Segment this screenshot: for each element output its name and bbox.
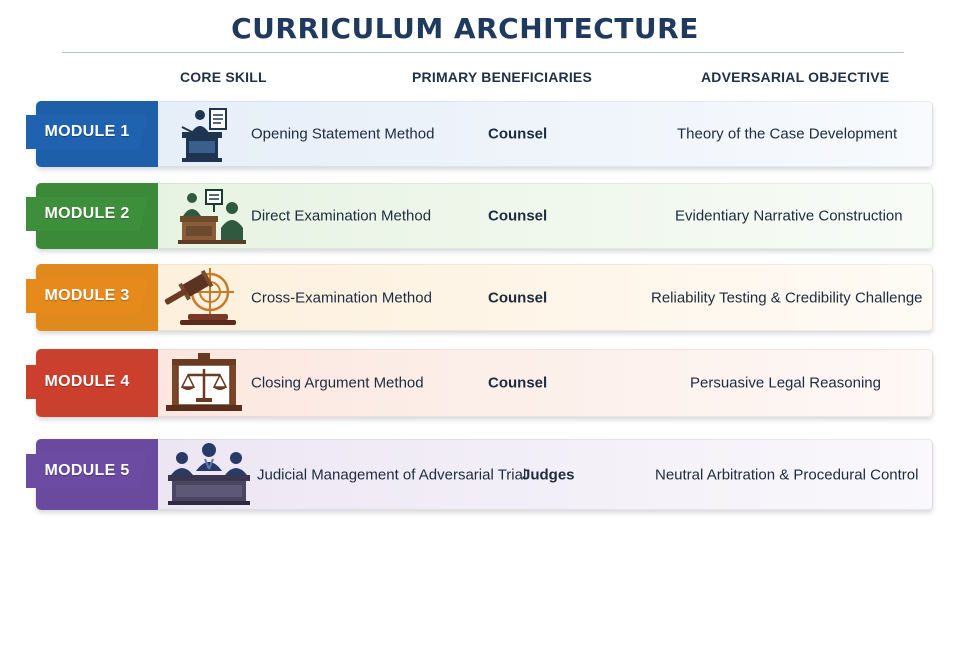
page-title: CURRICULUM ARCHITECTURE	[231, 12, 699, 45]
module-row-3: MODULE 3 Cross-Examination Method Counse…	[26, 264, 933, 331]
module-3-beneficiaries: Counsel	[488, 289, 548, 306]
module-2-beneficiaries: Counsel	[488, 207, 548, 225]
module-5-objective: Neutral Arbitration & Procedural Control	[655, 466, 919, 483]
module-4-panel	[158, 349, 933, 417]
gavel-target-icon	[164, 268, 236, 325]
module-5-beneficiaries: Judges	[522, 466, 575, 483]
module-5-skill: Judicial Management of Adversarial Trial	[257, 466, 527, 483]
module-3-tag: MODULE 3	[26, 279, 148, 313]
module-2-objective: Evidentiary Narrative Construction	[675, 207, 903, 225]
module-row-2: MODULE 2 Direct Examination Method Couns…	[26, 183, 933, 249]
column-header-beneficiaries: PRIMARY BENEFICIARIES	[412, 69, 592, 85]
module-1-objective: Theory of the Case Development	[677, 125, 898, 143]
podium-speaker-icon	[181, 108, 227, 162]
module-3-skill: Cross-Examination Method	[251, 289, 432, 306]
column-header-core-skill: CORE SKILL	[180, 69, 267, 85]
module-1-beneficiaries: Counsel	[488, 125, 548, 143]
module-4-beneficiaries: Counsel	[488, 374, 548, 392]
module-row-5: MODULE 5 Judicial Management of Adversar…	[26, 439, 933, 510]
module-row-1: MODULE 1 Opening Statement Method Counse…	[26, 101, 933, 167]
title-divider	[62, 52, 904, 53]
module-4-skill: Closing Argument Method	[251, 374, 424, 392]
module-5-panel	[158, 439, 933, 510]
witness-stand-icon	[178, 189, 246, 244]
module-1-skill: Opening Statement Method	[251, 125, 435, 143]
module-2-tag: MODULE 2	[26, 197, 148, 231]
module-3-objective: Reliability Testing & Credibility Challe…	[651, 289, 923, 306]
module-1-tag: MODULE 1	[26, 115, 148, 149]
module-3-panel	[158, 264, 933, 331]
module-2-skill: Direct Examination Method	[251, 207, 432, 225]
module-4-objective: Persuasive Legal Reasoning	[690, 374, 881, 392]
scales-of-justice-icon	[166, 353, 242, 411]
module-row-4: MODULE 4 Closing Argument Method Counsel…	[26, 349, 933, 417]
module-1-panel	[158, 101, 933, 167]
module-5-tag: MODULE 5	[26, 454, 148, 488]
module-2-panel	[158, 183, 933, 249]
module-4-tag: MODULE 4	[26, 365, 148, 399]
judges-bench-icon	[168, 443, 250, 505]
column-header-objective: ADVERSARIAL OBJECTIVE	[701, 69, 890, 85]
